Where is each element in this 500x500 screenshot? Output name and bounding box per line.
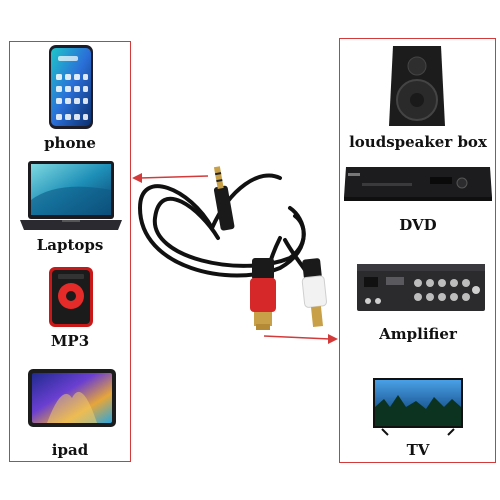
laptop-icon [18, 160, 124, 232]
smartphone-icon [48, 44, 94, 130]
device-label-mp3: MP3 [50, 332, 90, 350]
device-label-tv: TV [406, 441, 430, 459]
speaker-icon [387, 44, 447, 128]
amplifier-icon [356, 263, 486, 313]
device-label-ipad: ipad [51, 441, 89, 459]
device-label-phone: phone [44, 134, 96, 152]
mp3-player-icon [48, 266, 94, 328]
tablet-icon [27, 368, 117, 428]
device-label-loudspeaker-box: loudspeaker box [349, 133, 487, 151]
tv-icon [372, 377, 464, 437]
source-devices-panel [9, 41, 131, 462]
output-devices-panel [339, 38, 496, 463]
device-label-amplifier: Amplifier [379, 325, 457, 343]
rca-to-3.5mm-cable-icon [130, 148, 340, 348]
device-label-dvd: DVD [399, 216, 437, 234]
device-label-laptops: Laptops [36, 236, 104, 254]
arrow-to-output-icon [262, 330, 340, 346]
dvd-player-icon [342, 165, 494, 203]
arrow-to-source-icon [130, 168, 210, 184]
